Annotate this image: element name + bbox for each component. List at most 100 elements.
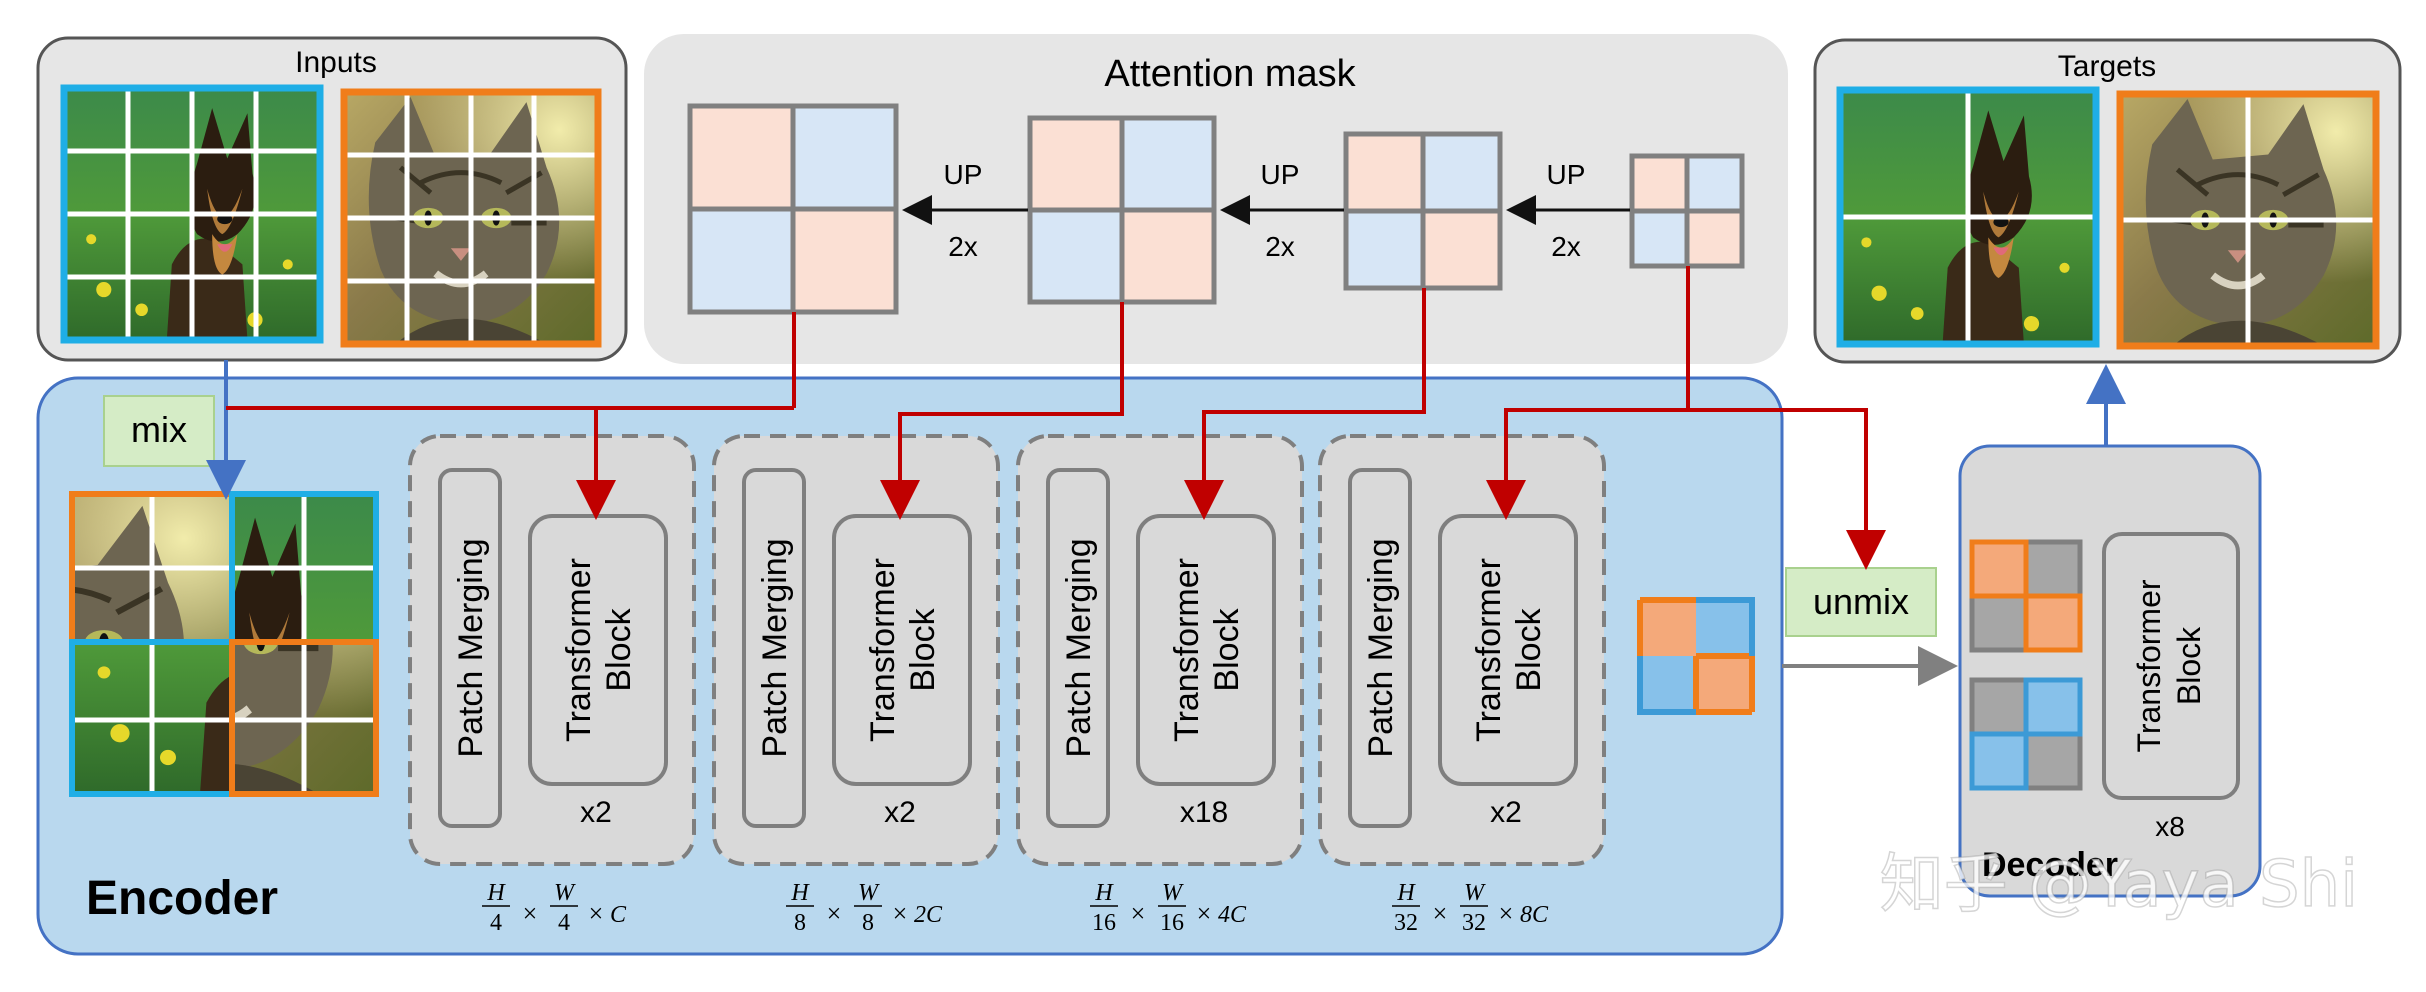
svg-text:8: 8 bbox=[862, 910, 874, 936]
scale-label: 2x bbox=[948, 231, 978, 262]
mask-to-stage-4 bbox=[1486, 266, 1690, 520]
transformer-block-line1: Transformer bbox=[864, 558, 902, 742]
targets-title: Targets bbox=[2058, 50, 2156, 83]
up-label: UP bbox=[944, 159, 983, 190]
transformer-block-line2: Block bbox=[1208, 607, 1246, 691]
inputs-title: Inputs bbox=[295, 46, 377, 79]
mask-to-unmix bbox=[1688, 408, 1886, 570]
svg-text:W: W bbox=[858, 880, 880, 906]
decoder-title: Decoder bbox=[1982, 846, 2118, 884]
input-cat-image bbox=[340, 88, 602, 348]
unmix-label: unmix bbox=[1813, 581, 1909, 622]
svg-text:×: × bbox=[589, 899, 604, 928]
svg-text:16: 16 bbox=[1092, 910, 1116, 936]
transformer-block-line2: Block bbox=[600, 607, 638, 691]
decoder-grid-orange bbox=[1969, 539, 2083, 653]
scale-label: 2x bbox=[1265, 231, 1295, 262]
stage-repeat: x2 bbox=[580, 796, 612, 829]
stage-resolution-formula: H4×W4×C bbox=[482, 880, 627, 936]
transformer-block-line2: Block bbox=[1510, 607, 1548, 691]
mask-connections bbox=[226, 266, 1886, 570]
svg-text:×: × bbox=[827, 899, 842, 928]
svg-text:×: × bbox=[893, 899, 908, 928]
svg-text:4: 4 bbox=[558, 910, 570, 936]
patch-merging-label: Patch Merging bbox=[1060, 538, 1098, 757]
attention-mask-grid-1 bbox=[687, 103, 899, 315]
watermark: 知乎 @Yaya Shi bbox=[1880, 848, 2358, 922]
attention-mask-grid-2 bbox=[1027, 115, 1217, 305]
mask-to-stage-2 bbox=[880, 302, 1124, 520]
transformer-block-line2: Block bbox=[904, 607, 942, 691]
mix-label-box bbox=[103, 395, 215, 467]
unmix-label-box bbox=[1785, 567, 1937, 637]
svg-text:H: H bbox=[1396, 880, 1416, 906]
svg-text:W: W bbox=[1464, 880, 1486, 906]
encoder-output-grid bbox=[1637, 597, 1755, 715]
decoder-transformer-block bbox=[2102, 532, 2240, 800]
svg-text:4C: 4C bbox=[1218, 902, 1247, 928]
svg-text:16: 16 bbox=[1160, 910, 1184, 936]
svg-text:H: H bbox=[790, 880, 810, 906]
attention-mask-grid-3 bbox=[1343, 131, 1503, 291]
svg-text:×: × bbox=[1433, 899, 1448, 928]
transformer-block-line1: Transformer bbox=[1470, 558, 1508, 742]
transformer-block-line1: Transformer bbox=[560, 558, 598, 742]
svg-text:32: 32 bbox=[1394, 910, 1418, 936]
decoder-repeat: x8 bbox=[2155, 811, 2185, 842]
svg-text:2C: 2C bbox=[914, 902, 943, 928]
svg-text:8: 8 bbox=[794, 910, 806, 936]
patch-merging-label: Patch Merging bbox=[1362, 538, 1400, 757]
patch-merging-label: Patch Merging bbox=[452, 538, 490, 757]
mix-label: mix bbox=[131, 409, 187, 450]
attention-mask-title: Attention mask bbox=[1104, 53, 1356, 95]
stage-repeat: x18 bbox=[1180, 796, 1228, 829]
upsample-arrow-2: UP 2x bbox=[1220, 159, 1344, 262]
decoder-grid-blue bbox=[1969, 677, 2083, 791]
patch-merging-box bbox=[1348, 468, 1412, 828]
up-label: UP bbox=[1261, 159, 1300, 190]
svg-text:8C: 8C bbox=[1520, 902, 1549, 928]
svg-text:H: H bbox=[486, 880, 506, 906]
transformer-block-box bbox=[1438, 514, 1578, 786]
stage-resolution-formula: H16×W16×4C bbox=[1090, 880, 1247, 936]
up-label: UP bbox=[1547, 159, 1586, 190]
svg-text:×: × bbox=[523, 899, 538, 928]
decoder-block-line1: Transformer bbox=[2131, 579, 2167, 752]
upsample-arrow-3: UP 2x bbox=[1506, 159, 1630, 262]
target-cat-image bbox=[2116, 90, 2380, 350]
transformer-block-box bbox=[1136, 514, 1276, 786]
encoder-title: Encoder bbox=[86, 872, 278, 925]
svg-text:×: × bbox=[1131, 899, 1146, 928]
mask-to-stage-3 bbox=[1184, 288, 1426, 520]
svg-text:4: 4 bbox=[490, 910, 502, 936]
stage-resolution-formula: H32×W32×8C bbox=[1392, 880, 1549, 936]
svg-text:×: × bbox=[1197, 899, 1212, 928]
svg-text:×: × bbox=[1499, 899, 1514, 928]
stage-repeat: x2 bbox=[884, 796, 916, 829]
patch-merging-box bbox=[1046, 468, 1110, 828]
patch-merging-box bbox=[438, 468, 502, 828]
svg-text:C: C bbox=[610, 902, 627, 928]
svg-text:H: H bbox=[1094, 880, 1114, 906]
patch-merging-label: Patch Merging bbox=[756, 538, 794, 757]
target-dog-image bbox=[1836, 86, 2100, 348]
transformer-block-line1: Transformer bbox=[1168, 558, 1206, 742]
scale-label: 2x bbox=[1551, 231, 1581, 262]
transformer-block-box bbox=[528, 514, 668, 786]
input-dog-image bbox=[60, 84, 324, 344]
decoder-block-line2: Block bbox=[2171, 626, 2207, 705]
stage-repeat: x2 bbox=[1490, 796, 1522, 829]
mixed-image bbox=[69, 491, 379, 797]
patch-merging-box bbox=[742, 468, 806, 828]
svg-text:W: W bbox=[1162, 880, 1184, 906]
attention-mask-grid-4 bbox=[1629, 153, 1745, 269]
transformer-block-box bbox=[832, 514, 972, 786]
svg-text:W: W bbox=[554, 880, 576, 906]
upsample-arrow-1: UP 2x bbox=[902, 159, 1028, 262]
